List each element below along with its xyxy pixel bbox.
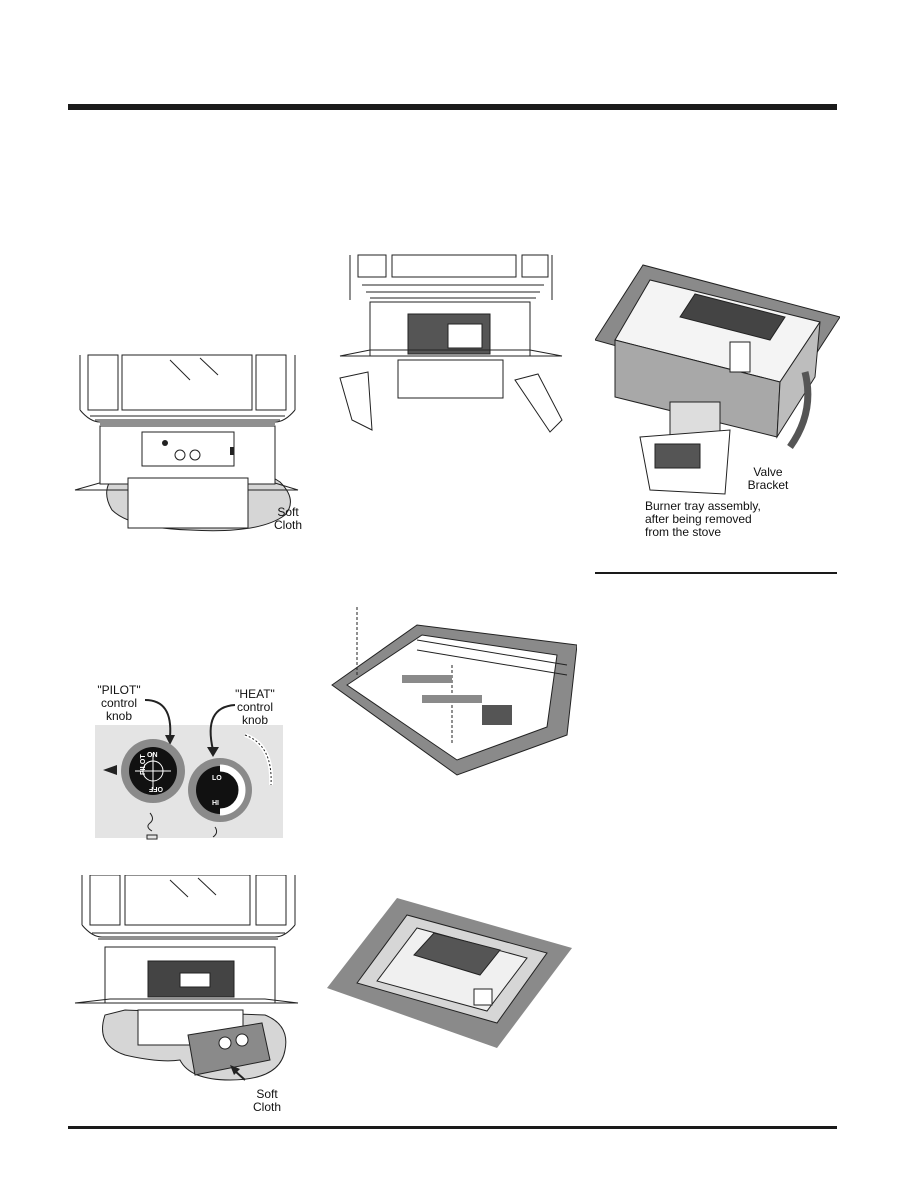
knob-off-text: OFF bbox=[148, 785, 163, 792]
burner-tray-caption: Burner tray assembly, after being remove… bbox=[645, 499, 761, 539]
heat-knob-label: "HEAT" control knob bbox=[235, 687, 275, 727]
soft-cloth-label-2: Soft Cloth bbox=[252, 1087, 281, 1114]
soft-cloth-label-1: Soft Cloth bbox=[273, 505, 302, 532]
firebox-top-view-figure bbox=[327, 898, 572, 1048]
valve-bracket-label: Valve Bracket bbox=[747, 465, 789, 492]
header-rule bbox=[68, 104, 837, 110]
knob-lo-text: LO bbox=[212, 775, 222, 782]
footer-rule bbox=[68, 1126, 837, 1129]
stove-control-panel-figure bbox=[74, 354, 299, 532]
stove-side-brackets-figure bbox=[339, 254, 563, 433]
burner-tray-figure bbox=[331, 607, 577, 776]
column-divider-rule bbox=[595, 572, 837, 574]
knob-pilot-text: PILOT bbox=[140, 754, 147, 775]
stove-panel-removed-figure bbox=[74, 875, 299, 1081]
control-knobs-figure: ON PILOT OFF LO HI bbox=[95, 699, 283, 840]
firebox-removed-figure bbox=[595, 264, 840, 495]
pilot-knob-label: "PILOT" control knob bbox=[97, 683, 141, 723]
knob-on-text: ON bbox=[147, 752, 158, 759]
knob-hi-text: HI bbox=[212, 800, 219, 807]
